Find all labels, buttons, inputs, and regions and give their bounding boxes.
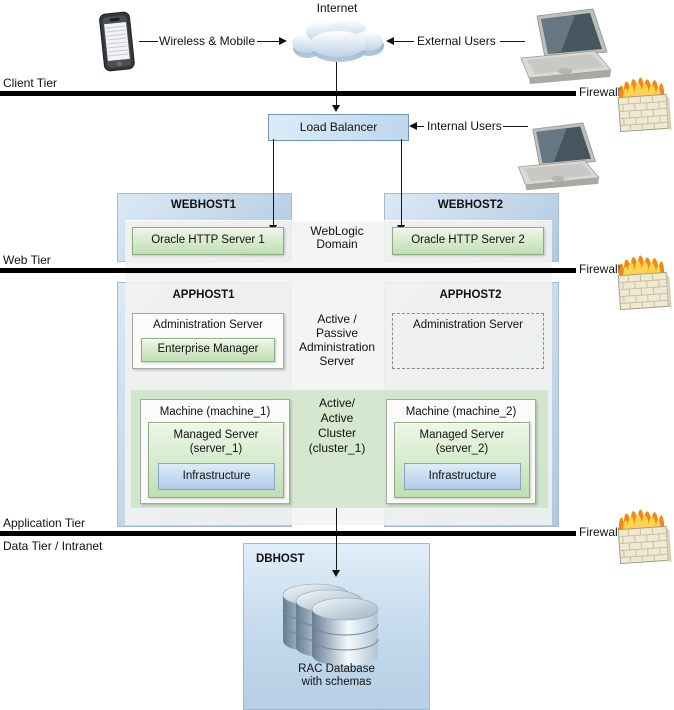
firewall-icon bbox=[614, 246, 672, 314]
internet-cloud-icon bbox=[290, 16, 385, 64]
arrow-right-icon bbox=[279, 37, 287, 45]
machine2-title: Machine (machine_2) bbox=[405, 406, 517, 418]
machine1-box: Machine (machine_1) Managed Server (serv… bbox=[140, 399, 290, 504]
enterprise-manager-box: Enterprise Manager bbox=[141, 338, 275, 362]
infrastructure1-box: Infrastructure bbox=[158, 463, 275, 490]
weblogic-domain-label: WebLogic Domain bbox=[310, 224, 364, 251]
connector-line bbox=[503, 126, 528, 127]
client-tier-label: Client Tier bbox=[3, 76, 58, 90]
cluster-label: Active/ Active Cluster (cluster_1) bbox=[308, 396, 366, 455]
arrow-down-icon bbox=[332, 105, 340, 112]
firewall-label: Firewall bbox=[579, 262, 621, 276]
firewall-bar-application bbox=[0, 531, 576, 536]
wireless-mobile-label: Wireless & Mobile bbox=[159, 34, 256, 48]
active-passive-label: Active / Passive Administration Server bbox=[298, 312, 376, 368]
managed-server2-label: Managed Server (server_2) bbox=[419, 429, 505, 455]
managed-server1-label: Managed Server (server_1) bbox=[173, 429, 259, 455]
firewall-bar-web bbox=[0, 268, 576, 273]
admin-server-passive-box: Administration Server bbox=[392, 313, 544, 369]
rac-database-cylinders-icon bbox=[279, 581, 399, 675]
admin-server-box: Administration Server Enterprise Manager bbox=[132, 313, 284, 369]
firewall-icon bbox=[614, 68, 672, 136]
infrastructure2-box: Infrastructure bbox=[404, 463, 521, 490]
connector-line bbox=[336, 508, 337, 570]
apphost1-title: APPHOST1 bbox=[172, 289, 235, 301]
internal-users-laptop-icon bbox=[510, 122, 602, 192]
internet-label: Internet bbox=[316, 1, 358, 15]
application-tier-label: Application Tier bbox=[3, 516, 86, 530]
managed-server2-box: Managed Server (server_2) Infrastructure bbox=[394, 422, 530, 498]
connector-line bbox=[500, 41, 525, 42]
admin-server-title: Administration Server bbox=[153, 319, 263, 331]
data-tier-label: Data Tier / Intranet bbox=[3, 539, 103, 553]
firewall-label: Firewall bbox=[579, 525, 621, 539]
dbhost-title: DBHOST bbox=[256, 553, 305, 565]
web-tier-label: Web Tier bbox=[3, 253, 51, 267]
arrow-left-icon bbox=[409, 122, 417, 130]
firewall-label: Firewall bbox=[579, 85, 621, 99]
load-balancer: Load Balancer bbox=[268, 114, 409, 141]
smartphone-icon bbox=[95, 10, 139, 74]
external-users-label: External Users bbox=[417, 34, 496, 48]
rac-database-label: RAC Database with schemas bbox=[298, 663, 375, 688]
connector-line bbox=[257, 41, 279, 42]
admin-server-title: Administration Server bbox=[413, 319, 523, 331]
oracle-http-server-1-box: Oracle HTTP Server 1 bbox=[132, 227, 284, 255]
connector-line bbox=[139, 41, 158, 42]
connector-line bbox=[336, 62, 337, 105]
apphost2-title: APPHOST2 bbox=[439, 289, 502, 301]
external-users-laptop-icon bbox=[512, 8, 614, 86]
webhost1-title: WEBHOST1 bbox=[170, 199, 237, 211]
internal-users-label: Internal Users bbox=[427, 119, 502, 133]
machine1-title: Machine (machine_1) bbox=[159, 406, 271, 418]
machine2-box: Machine (machine_2) Managed Server (serv… bbox=[386, 399, 536, 504]
connector-line bbox=[273, 139, 274, 225]
firewall-bar-client bbox=[0, 91, 576, 96]
arrow-left-icon bbox=[386, 37, 394, 45]
connector-line bbox=[401, 139, 402, 225]
connector-line bbox=[394, 41, 414, 42]
webhost2-title: WEBHOST2 bbox=[437, 199, 504, 211]
oracle-http-server-2-box: Oracle HTTP Server 2 bbox=[392, 227, 544, 255]
firewall-icon bbox=[614, 500, 672, 568]
connector-line bbox=[417, 126, 424, 127]
arrow-down-icon bbox=[332, 570, 340, 577]
managed-server1-box: Managed Server (server_1) Infrastructure bbox=[148, 422, 284, 498]
